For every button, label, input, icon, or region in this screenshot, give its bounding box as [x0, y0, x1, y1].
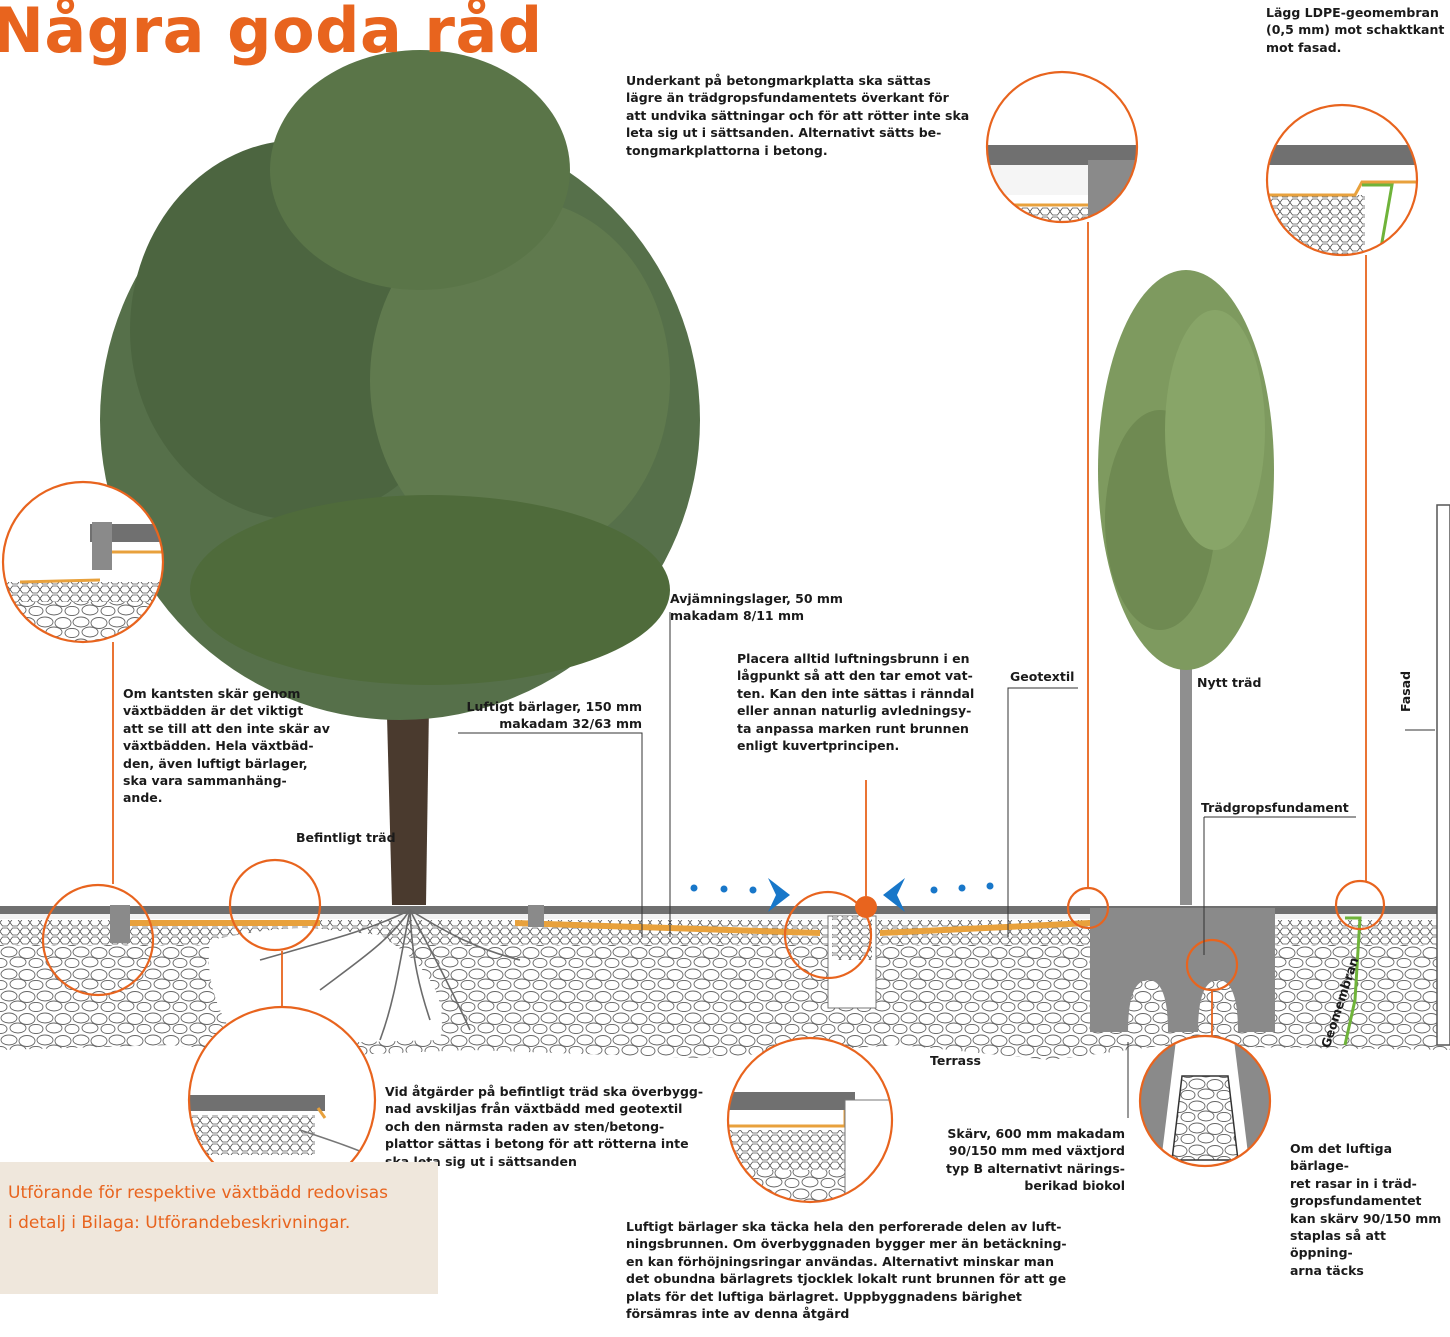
note-ldpe-geomembran: Lägg LDPE-geomembran (0,5 mm) mot schakt… [1266, 5, 1445, 55]
info-box [0, 1162, 438, 1294]
new-tree [1098, 270, 1274, 905]
facade-wall [1436, 504, 1450, 1046]
note-skarv: Skärv, 600 mm makadam 90/150 mm med växt… [946, 1126, 1125, 1194]
note-rasar-in: Om det luftiga bärlage- ret rasar in i t… [1290, 1141, 1442, 1278]
paving-surface [0, 906, 1450, 916]
detail-circle-geomembran [1267, 105, 1417, 255]
detail-circle-befintligt-trad [189, 1007, 375, 1193]
note-luftningsbrunn-lagpunkt: Placera alltid luftningsbrunn i en lågpu… [737, 651, 975, 754]
label-fasad: Fasad [1398, 670, 1413, 712]
info-box-text: Utförande för respektive växtbädd redovi… [8, 1183, 389, 1233]
leader-lines-orange [112, 222, 1367, 1036]
tree-pit-foundation [1090, 908, 1275, 1032]
note-atgarder-befintligt-trad: Vid åtgärder på befintligt träd ska över… [385, 1084, 704, 1169]
label-tradgropsfundament: Trädgropsfundament [1201, 800, 1349, 815]
lowpoint-marker [855, 896, 877, 918]
note-luftigt-barlager: Luftigt bärlager, 150 mm makadam 32/63 m… [466, 699, 642, 732]
label-geotextil: Geotextil [1010, 669, 1075, 684]
detail-circle-kantsten [3, 482, 163, 642]
note-avjamningslager: Avjämningslager, 50 mm makadam 8/11 mm [670, 591, 843, 624]
detail-circle-betongplatta [987, 72, 1137, 222]
detail-markers [41, 858, 1386, 997]
leader-lines-black [458, 612, 1435, 1118]
detail-circle-luftningsbrunn [728, 1038, 892, 1202]
label-nytt-trad: Nytt träd [1197, 675, 1262, 690]
drainage-arrows [690, 878, 994, 912]
note-luftigt-barlager-brunn: Luftigt bärlager ska täcka hela den perf… [626, 1219, 1067, 1322]
existing-tree [100, 50, 700, 905]
curb-stone [110, 905, 130, 943]
note-underkant-betongplatta: Underkant på betongmarkplatta ska sättas… [626, 73, 970, 158]
label-terrass: Terrass [930, 1053, 981, 1068]
page-title: Några goda råd [0, 0, 543, 67]
label-befintligt-trad: Befintligt träd [296, 830, 396, 845]
note-kantsten: Om kantsten skär genom växtbädden är det… [123, 686, 330, 806]
